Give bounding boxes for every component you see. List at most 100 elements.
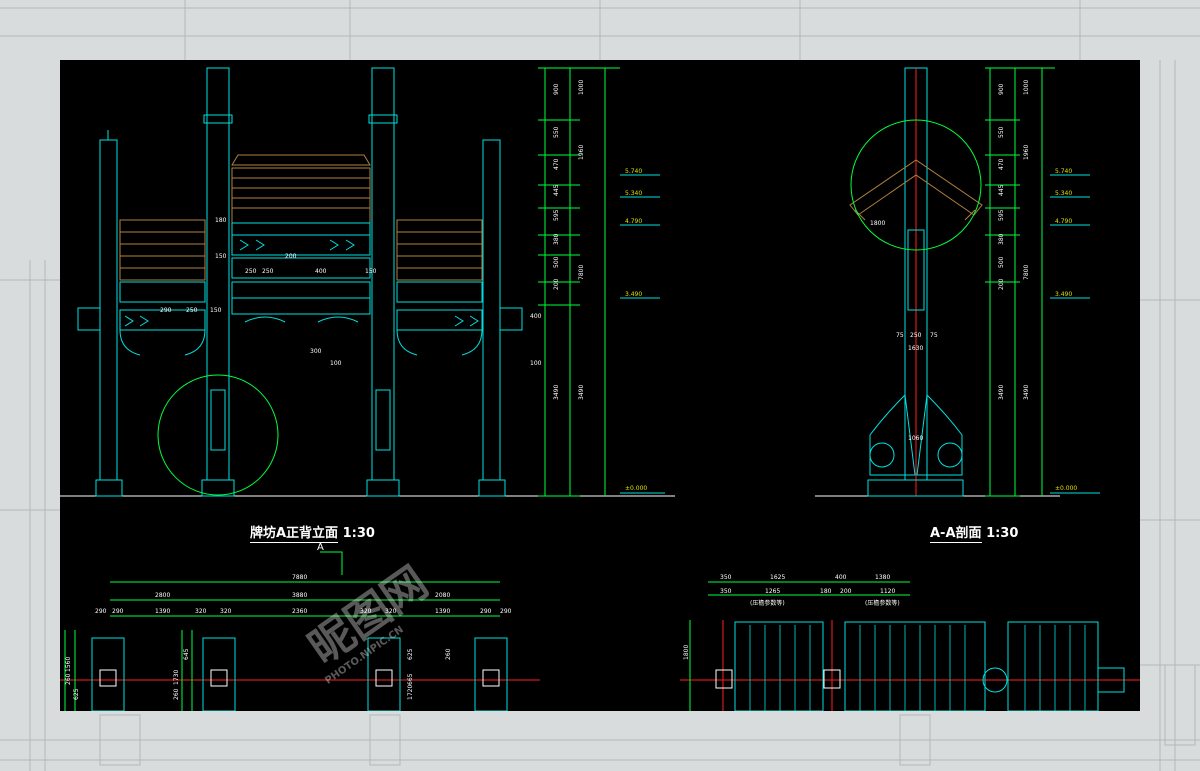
right-dim-top: 400	[835, 574, 847, 581]
dim-sub: 290	[112, 608, 124, 615]
section-vertical-dim: 550	[998, 126, 1005, 138]
section-elevation-mark: 5.740	[1055, 168, 1072, 175]
section-dim: 1630	[908, 345, 923, 352]
section-vertical-dim: 3490	[998, 385, 1005, 400]
right-dim-note: (压檐参数等)	[865, 599, 900, 607]
section-vertical-total: 1000	[1023, 80, 1030, 95]
front-elevation-title: 牌坊A正背立面 1:30	[250, 522, 375, 543]
section-vertical-total: 7800	[1023, 265, 1030, 280]
section-view-name: A-A剖面	[930, 526, 982, 543]
plan-side-dim: 1560	[65, 657, 72, 672]
right-dim-top: 1380	[875, 574, 890, 581]
section-dim: 75	[896, 332, 904, 339]
section-vertical-dim: 470	[998, 158, 1005, 170]
elevation-mark: 5.340	[625, 190, 642, 197]
dim-right-span: 2080	[435, 592, 450, 599]
inner-dim: 100	[330, 360, 342, 367]
right-plan	[680, 581, 1140, 711]
inner-right-pillar	[366, 67, 400, 497]
vertical-dim: 900	[553, 83, 560, 95]
elevation-mark: ±0.000	[625, 485, 647, 492]
vertical-dim: 3490	[553, 385, 560, 400]
plan-side-dim: 1720	[407, 685, 414, 700]
inner-dim: 150	[210, 307, 222, 314]
dim-sub: 2360	[292, 608, 307, 615]
vertical-total: 3490	[578, 385, 585, 400]
inner-dim: 100	[530, 360, 542, 367]
dim-sub: 290	[480, 608, 492, 615]
vertical-dim: 380	[553, 233, 560, 245]
inner-dim: 300	[310, 348, 322, 355]
cad-drawing: 7880 2800 3880 2080 290 290 1390 320 320 2360 320 3…	[60, 67, 1140, 711]
dim-total: 7880	[292, 574, 307, 581]
inner-dim: 250	[245, 268, 257, 275]
section-dim: 75	[930, 332, 938, 339]
center-roof	[231, 154, 371, 224]
dim-sub: 320	[195, 608, 207, 615]
right-dim-second: 200	[840, 588, 852, 595]
vertical-dim: 550	[553, 126, 560, 138]
inner-dim: 180	[215, 217, 227, 224]
plan-side-dim: 260	[65, 673, 72, 685]
dim-sub: 290	[500, 608, 512, 615]
section-view-title: A-A剖面 1:30	[930, 522, 1019, 543]
section-elevation-mark: 5.340	[1055, 190, 1072, 197]
outer-right-pillar	[478, 139, 506, 497]
plan-side-dim: 1730	[173, 670, 180, 685]
inner-dim: 200	[285, 253, 297, 260]
section-vertical-dim: 595	[998, 209, 1005, 221]
right-dim-second: 1120	[880, 588, 895, 595]
section-view	[815, 67, 1100, 497]
dim-sub: 290	[95, 608, 107, 615]
vertical-dim: 470	[553, 158, 560, 170]
section-dim: 1800	[870, 220, 885, 227]
front-elevation-scale: 1:30	[342, 526, 375, 541]
front-elevation	[60, 67, 675, 497]
vertical-dimension-chain	[538, 67, 620, 497]
dim-sub: 1390	[155, 608, 170, 615]
dim-sub: 320	[360, 608, 372, 615]
vertical-total: 1960	[578, 145, 585, 160]
inner-dim: 250	[186, 307, 198, 314]
section-marker: A	[317, 542, 324, 553]
section-vertical-total: 1960	[1023, 145, 1030, 160]
plan-side-dim: 625	[73, 688, 80, 700]
vertical-dim: 445	[553, 184, 560, 196]
inner-dim: 400	[530, 313, 542, 320]
section-elevation-mark: ±0.000	[1055, 485, 1077, 492]
right-plan-side-dim: 1800	[683, 645, 690, 660]
section-vertical-dim: 445	[998, 184, 1005, 196]
inner-left-pillar	[201, 67, 235, 497]
inner-dim: 400	[315, 268, 327, 275]
section-view-scale: 1:30	[986, 526, 1019, 541]
vertical-total: 7800	[578, 265, 585, 280]
cad-drawing-sheet: 7880 2800 3880 2080 290 290 1390 320 320 2360 320 3…	[60, 60, 1140, 711]
vertical-total: 1000	[578, 80, 585, 95]
section-vertical-total: 3490	[1023, 385, 1030, 400]
section-vertical-dim: 500	[998, 256, 1005, 268]
vertical-dim: 200	[553, 278, 560, 290]
dim-sub: 1390	[435, 608, 450, 615]
plan-side-dim: 645	[183, 648, 190, 660]
elevation-mark: 3.490	[625, 291, 642, 298]
section-detail-circle	[850, 119, 982, 251]
dim-sub: 320	[220, 608, 232, 615]
vertical-dim: 500	[553, 256, 560, 268]
elevation-mark: 5.740	[625, 168, 642, 175]
inner-dim: 150	[365, 268, 377, 275]
plan-side-dim: 625	[407, 648, 414, 660]
right-dim-top: 350	[720, 574, 732, 581]
left-plan	[60, 551, 540, 711]
section-vertical-dim: 200	[998, 278, 1005, 290]
section-elevation-mark: 4.790	[1055, 218, 1072, 225]
detail-circle	[157, 374, 279, 496]
dim-left-span: 2800	[155, 592, 170, 599]
right-dim-note: (压檐参数等)	[750, 599, 785, 607]
right-dim-second: 180	[820, 588, 832, 595]
section-vertical-dim: 380	[998, 233, 1005, 245]
plan-side-dim: 665	[407, 673, 414, 685]
right-dim-second: 1265	[765, 588, 780, 595]
dim-center-span: 3880	[292, 592, 307, 599]
inner-dim: 250	[262, 268, 274, 275]
